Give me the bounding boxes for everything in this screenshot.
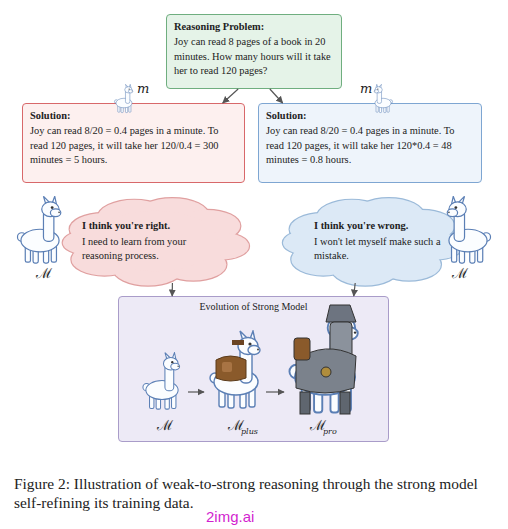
model-label: ℳ [452, 266, 468, 280]
model-label: m [137, 82, 149, 95]
box-text: Joy can read 8/20 = 0.4 pages in a minut… [30, 124, 237, 168]
text-box: Solution:Joy can read 8/20 = 0.4 pages i… [258, 103, 482, 183]
flow-arrow [223, 89, 238, 103]
box-heading: Reasoning Problem: [174, 20, 334, 35]
model-label: plus [241, 428, 258, 436]
speech-cloud: I think you're wrong.I won't let myself … [288, 199, 456, 283]
box-heading: Solution: [30, 109, 237, 124]
box-text: I won't let myself make such a mistake. [314, 235, 442, 264]
text-box: Reasoning Problem:Joy can read 8 pages o… [166, 14, 342, 89]
flow-arrow [270, 89, 283, 103]
box-heading: I think you're right. [82, 219, 228, 234]
box-heading: Solution: [266, 109, 474, 124]
model-label: pro [323, 428, 337, 436]
flow-arrow [172, 283, 173, 296]
figure-caption: Figure 2: Illustration of weak-to-strong… [14, 474, 496, 513]
box-text: I need to learn from your reasoning proc… [82, 235, 228, 264]
model-label: m [360, 82, 372, 95]
text-box: Solution:Joy can read 8/20 = 0.4 pages i… [22, 103, 245, 183]
box-heading: I think you're wrong. [314, 219, 442, 234]
model-label: ℳ [157, 418, 173, 432]
speech-cloud: I think you're right.I need to learn fro… [68, 199, 242, 283]
box-text: Evolution of Strong Model [126, 300, 381, 314]
box-text: Joy can read 8/20 = 0.4 pages in a minut… [266, 124, 474, 168]
watermark: 2img.ai [206, 509, 254, 524]
box-text: Joy can read 8 pages of a book in 20 min… [174, 35, 334, 79]
strong-llama [17, 196, 60, 263]
model-label: ℳ [36, 266, 52, 280]
